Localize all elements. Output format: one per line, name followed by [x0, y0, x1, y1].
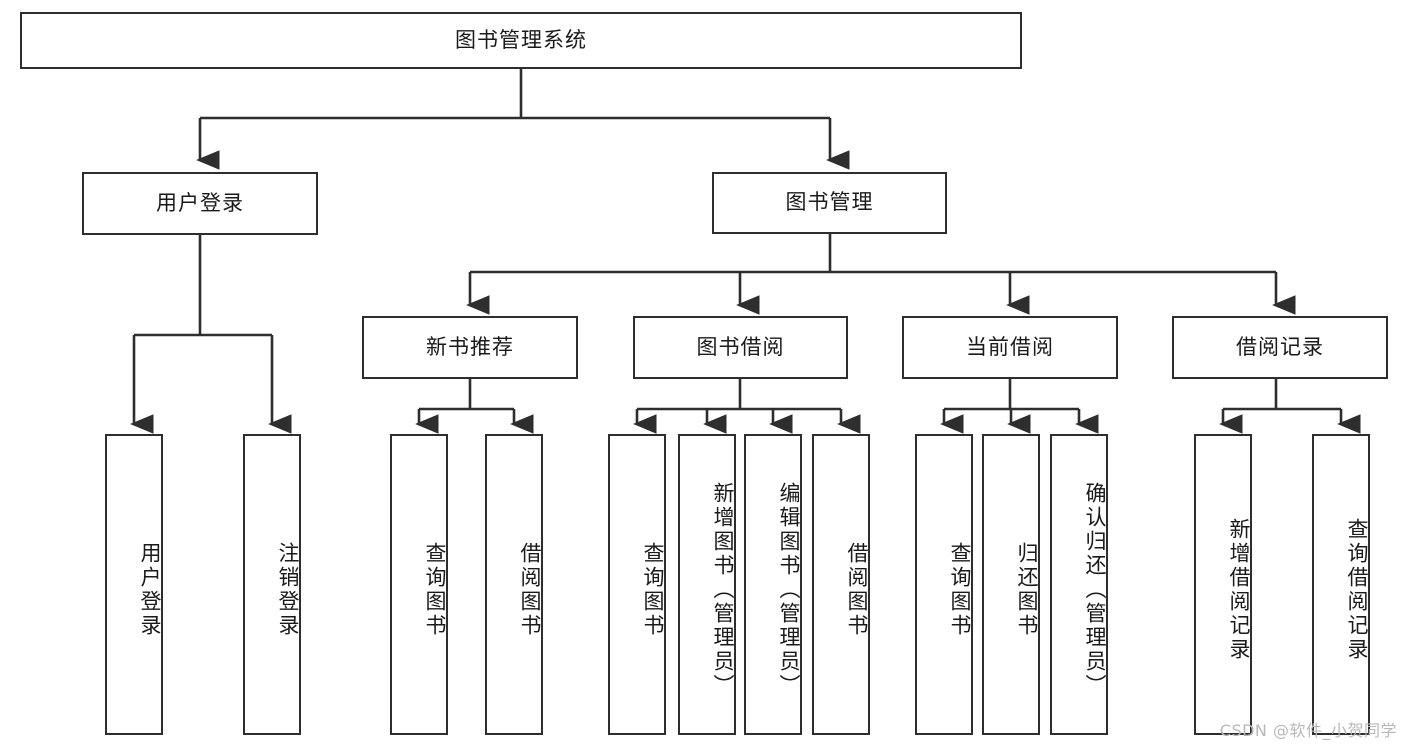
node-label: 新书推荐 [426, 334, 514, 359]
node-label: 编辑图书（管理员） [777, 481, 801, 698]
node-book-borrow[interactable]: 图书借阅 [633, 316, 848, 379]
leaf-book-borrow-edit-book-admin[interactable]: 编辑图书（管理员） [744, 434, 802, 735]
node-label: 新增借阅记录 [1227, 517, 1251, 662]
leaf-new-book-borrow-book[interactable]: 借阅图书 [485, 434, 543, 735]
node-label: 查询图书 [423, 541, 447, 638]
node-label: 借阅图书 [518, 541, 542, 638]
node-label: 图书借阅 [696, 334, 785, 359]
node-label: 查询图书 [641, 541, 665, 638]
node-label: 注销登录 [276, 541, 300, 638]
node-label: 查询图书 [948, 541, 972, 638]
leaf-user-login-logout[interactable]: 注销登录 [243, 434, 301, 735]
node-label: 确认归还（管理员） [1083, 481, 1107, 698]
node-label: 新增图书（管理员） [711, 481, 735, 698]
node-label: 图书管理系统 [455, 27, 587, 52]
node-book-management[interactable]: 图书管理 [712, 172, 947, 234]
leaf-book-borrow-query-book[interactable]: 查询图书 [608, 434, 666, 735]
node-label: 用户登录 [156, 190, 244, 215]
node-borrow-record[interactable]: 借阅记录 [1172, 316, 1388, 379]
node-label: 借阅图书 [845, 541, 869, 638]
leaf-current-borrow-query-book[interactable]: 查询图书 [915, 434, 973, 735]
node-label: 借阅记录 [1236, 334, 1324, 359]
leaf-current-borrow-confirm-return-admin[interactable]: 确认归还（管理员） [1050, 434, 1108, 735]
leaf-new-book-query-book[interactable]: 查询图书 [390, 434, 448, 735]
node-current-borrow[interactable]: 当前借阅 [902, 316, 1118, 379]
leaf-current-borrow-return-book[interactable]: 归还图书 [982, 434, 1040, 735]
leaf-book-borrow-borrow-book[interactable]: 借阅图书 [812, 434, 870, 735]
node-label: 图书管理 [785, 190, 874, 215]
leaf-user-login-login[interactable]: 用户登录 [105, 434, 163, 735]
csdn-watermark: CSDN @软件_小贺同学 [1219, 721, 1397, 740]
leaf-book-borrow-add-book-admin[interactable]: 新增图书（管理员） [678, 434, 736, 735]
node-label: 查询借阅记录 [1345, 517, 1369, 662]
leaf-borrow-record-add-record[interactable]: 新增借阅记录 [1194, 434, 1252, 735]
node-root-book-management-system[interactable]: 图书管理系统 [20, 12, 1022, 69]
node-new-book-recommend[interactable]: 新书推荐 [362, 316, 578, 379]
node-label: 归还图书 [1015, 541, 1039, 638]
node-user-login[interactable]: 用户登录 [82, 172, 318, 235]
node-label: 当前借阅 [966, 334, 1054, 359]
node-label: 用户登录 [138, 541, 162, 638]
leaf-borrow-record-query-record[interactable]: 查询借阅记录 [1312, 434, 1370, 735]
